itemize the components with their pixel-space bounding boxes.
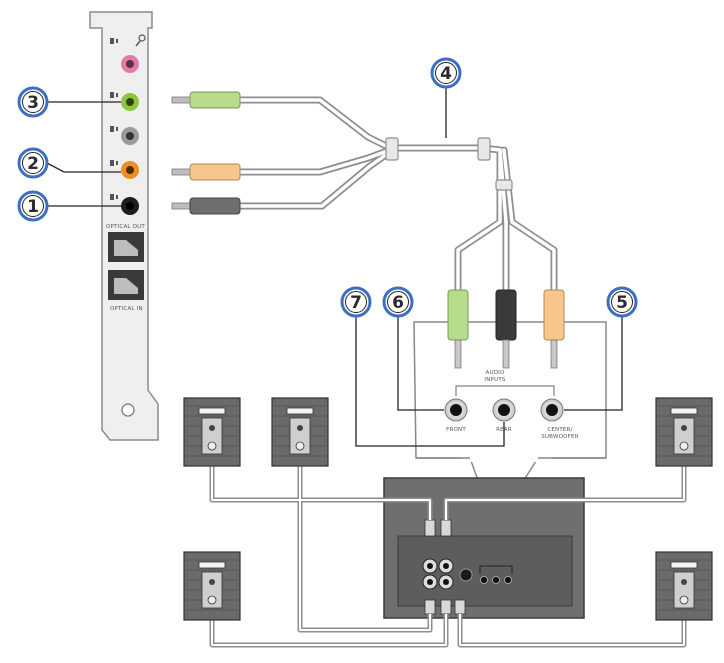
speaker-rear-left: [183, 551, 241, 621]
callout-3: 3: [17, 86, 49, 118]
center-sub-label-1: CENTER/: [547, 427, 572, 433]
subwoofer-rca-jacks: [422, 558, 473, 590]
plug-orange-left: [171, 163, 241, 181]
plug-black-left: [171, 197, 241, 215]
mounting-hole: [121, 403, 135, 417]
plug-green-inset: [447, 289, 469, 369]
callout-3-number: 3: [27, 93, 39, 113]
callout-6: 6: [382, 286, 414, 318]
speaker-center: [271, 397, 329, 467]
jack-glyph-icon: [110, 38, 118, 200]
callout-1: 1: [17, 190, 49, 222]
speaker-front-left: [183, 397, 241, 467]
inset-jack-rear: [492, 398, 516, 422]
callout-1-number: 1: [27, 197, 39, 217]
callout-leaders-left: [46, 101, 121, 207]
plug-orange-inset: [543, 289, 565, 369]
inset-jack-center-sub: [540, 398, 564, 422]
audio-cable-harness: [234, 96, 558, 294]
center-sub-label-2: SUBWOOFER: [541, 434, 578, 440]
callout-2: 2: [17, 147, 49, 179]
callout-7: 7: [340, 286, 372, 318]
plug-green-left: [171, 91, 241, 109]
optical-out-label: OPTICAL OUT: [106, 224, 145, 230]
speaker-front-right: [655, 397, 713, 467]
jack-gray: [121, 127, 139, 145]
jack-green-front-out: [121, 93, 139, 111]
jack-black-rear-out: [121, 197, 139, 215]
callout-5: 5: [606, 286, 638, 318]
callout-4: 4: [430, 57, 462, 89]
subwoofer-bottom-jacks: [424, 599, 466, 615]
audio-inputs-label-1: AUDIO: [486, 370, 505, 376]
plug-black-inset: [495, 289, 517, 369]
speaker-input-inset: AUDIO INPUTS FRONT REAR CENTER/ SUBWOOFE…: [413, 289, 607, 509]
front-label: FRONT: [446, 427, 466, 433]
microphone-icon: [135, 34, 146, 47]
callout-5-number: 5: [616, 293, 628, 313]
sound-card-bracket: OPTICAL OUT OPTICAL IN: [89, 11, 159, 441]
callout-4-number: 4: [440, 64, 452, 84]
callout-leaders-right: [355, 87, 623, 447]
jack-orange-center-sub: [121, 161, 139, 179]
subwoofer-input-group: [479, 565, 513, 584]
jack-pink-microphone: [121, 55, 139, 73]
speaker-rear-right: [655, 551, 713, 621]
callout-2-number: 2: [27, 154, 39, 174]
inset-jack-front: [444, 398, 468, 422]
optical-in-label: OPTICAL IN: [110, 306, 143, 312]
optical-out-port: [108, 232, 144, 262]
callout-6-number: 6: [392, 293, 404, 313]
callout-7-number: 7: [350, 293, 362, 313]
optical-in-port: [108, 270, 144, 300]
audio-inputs-label-2: INPUTS: [484, 377, 505, 383]
speaker-wires: [209, 466, 687, 648]
